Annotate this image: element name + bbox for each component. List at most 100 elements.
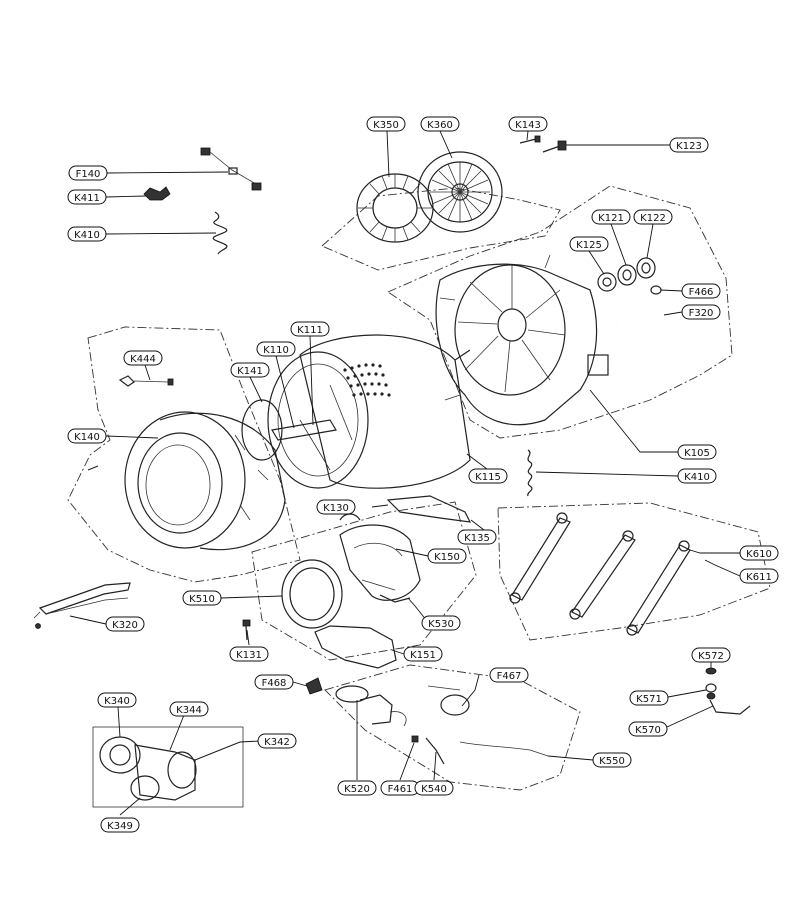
svg-text:F140: F140 bbox=[76, 169, 101, 180]
bolt-k131 bbox=[242, 619, 251, 641]
tag-k123: K123 bbox=[669, 137, 709, 153]
zone-door-seal bbox=[251, 501, 477, 661]
tag-k135: K135 bbox=[457, 529, 497, 545]
tag-k410-top: K410 bbox=[67, 226, 107, 242]
drain-hose-k342 bbox=[194, 741, 241, 761]
tag-k140: K140 bbox=[67, 428, 107, 444]
tag-f140: F140 bbox=[68, 165, 108, 181]
tag-k143: K143 bbox=[508, 116, 548, 132]
tag-k125: K125 bbox=[569, 236, 609, 252]
tag-k570: K570 bbox=[628, 721, 668, 737]
tag-k105: K105 bbox=[677, 444, 717, 460]
tag-k121: K121 bbox=[591, 209, 631, 225]
tag-k610: K610 bbox=[739, 545, 779, 561]
pump-frame bbox=[92, 726, 244, 808]
tag-k572: K572 bbox=[691, 647, 731, 663]
tag-k150: K150 bbox=[427, 548, 467, 564]
svg-text:K130: K130 bbox=[323, 503, 349, 514]
svg-text:F320: F320 bbox=[689, 308, 714, 319]
pump-body-k344 bbox=[134, 744, 197, 801]
svg-text:K320: K320 bbox=[112, 620, 138, 631]
tag-k360: K360 bbox=[420, 116, 460, 132]
tag-k122: K122 bbox=[633, 209, 673, 225]
tag-k349: K349 bbox=[100, 817, 140, 833]
bracket-k135 bbox=[386, 495, 472, 523]
clamp-f467 bbox=[427, 685, 470, 716]
svg-text:K344: K344 bbox=[176, 705, 202, 716]
front-tub-k140 bbox=[124, 411, 286, 551]
cap-k572 bbox=[705, 667, 717, 675]
tag-k115: K115 bbox=[468, 468, 508, 484]
tag-f461: F461 bbox=[380, 780, 420, 796]
tag-k340: K340 bbox=[97, 692, 137, 708]
tag-k342: K342 bbox=[257, 733, 297, 749]
svg-text:K151: K151 bbox=[410, 650, 436, 661]
svg-text:K550: K550 bbox=[599, 756, 625, 767]
svg-text:K342: K342 bbox=[264, 737, 290, 748]
svg-text:K610: K610 bbox=[746, 549, 772, 560]
svg-text:K510: K510 bbox=[189, 594, 215, 605]
tag-k530: K530 bbox=[421, 615, 461, 631]
tag-k141: K141 bbox=[230, 362, 270, 378]
svg-text:K611: K611 bbox=[746, 572, 772, 583]
tag-k540: K540 bbox=[414, 780, 454, 796]
svg-text:K143: K143 bbox=[515, 120, 541, 131]
svg-text:K411: K411 bbox=[74, 193, 100, 204]
zone-front-tub bbox=[67, 326, 301, 583]
tag-k411: K411 bbox=[67, 189, 107, 205]
pump-housing-k520 bbox=[335, 685, 407, 727]
thermistor-f140 bbox=[200, 147, 262, 191]
bolt-k143 bbox=[519, 135, 541, 144]
stator-k360 bbox=[417, 151, 503, 233]
sensor-f468 bbox=[305, 677, 323, 695]
svg-text:K444: K444 bbox=[130, 354, 156, 365]
spring-k410-right bbox=[527, 449, 533, 497]
clamp-f466 bbox=[650, 285, 662, 295]
gasket-k141 bbox=[241, 399, 283, 461]
zone-heater-sensor bbox=[324, 664, 581, 791]
svg-text:K135: K135 bbox=[464, 533, 490, 544]
ring-k571 bbox=[705, 683, 717, 700]
weight-k151 bbox=[314, 625, 397, 669]
tag-f468: F468 bbox=[254, 674, 294, 690]
seal-k122 bbox=[636, 257, 656, 279]
svg-text:K115: K115 bbox=[475, 472, 501, 483]
lifter-k110 bbox=[271, 419, 337, 441]
shock-absorber-k611 bbox=[626, 540, 691, 636]
svg-text:K105: K105 bbox=[684, 448, 710, 459]
svg-text:K121: K121 bbox=[598, 213, 624, 224]
svg-text:K360: K360 bbox=[427, 120, 453, 131]
holder-k530 bbox=[379, 594, 411, 603]
hose-f320 bbox=[617, 312, 666, 324]
bearing-k125 bbox=[597, 272, 617, 292]
clip-k411 bbox=[143, 186, 171, 201]
svg-text:K572: K572 bbox=[698, 651, 724, 662]
drum-k111 bbox=[267, 334, 471, 489]
screw-front-tub bbox=[87, 465, 99, 471]
zone-pulley bbox=[321, 187, 561, 271]
tag-k130: K130 bbox=[316, 499, 356, 515]
svg-text:K125: K125 bbox=[576, 240, 602, 251]
svg-text:K123: K123 bbox=[676, 141, 702, 152]
svg-text:F466: F466 bbox=[689, 287, 714, 298]
svg-text:F461: F461 bbox=[388, 784, 413, 795]
svg-text:K410: K410 bbox=[684, 472, 710, 483]
clamp-k130 bbox=[339, 513, 361, 521]
svg-text:K540: K540 bbox=[421, 784, 447, 795]
tag-k520: K520 bbox=[337, 780, 377, 796]
hose-k570 bbox=[709, 699, 751, 715]
tag-k344: K344 bbox=[169, 701, 209, 717]
tag-k550: K550 bbox=[592, 752, 632, 768]
tag-k110: K110 bbox=[256, 341, 296, 357]
spring-k410-top bbox=[212, 211, 228, 255]
heater-k320 bbox=[33, 582, 131, 629]
sensor-f461 bbox=[411, 735, 419, 743]
sensor-wire-k444 bbox=[118, 375, 174, 387]
svg-text:K350: K350 bbox=[373, 120, 399, 131]
tag-k571: K571 bbox=[629, 690, 669, 706]
tag-k111: K111 bbox=[290, 321, 330, 337]
tag-k611: K611 bbox=[739, 568, 779, 584]
svg-text:K111: K111 bbox=[297, 325, 323, 336]
svg-text:K122: K122 bbox=[640, 213, 666, 224]
filter-k349 bbox=[130, 775, 160, 801]
